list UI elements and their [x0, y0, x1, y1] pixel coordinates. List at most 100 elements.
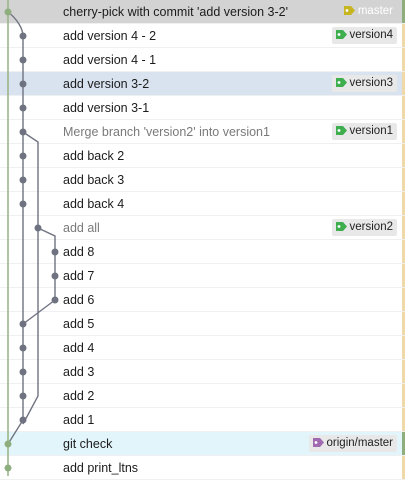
- row-marker: [402, 336, 405, 359]
- side-lane: [22, 228, 39, 425]
- commit-node[interactable]: [19, 176, 27, 184]
- commit-node[interactable]: [19, 320, 27, 328]
- row-marker: [402, 384, 405, 407]
- commit-node[interactable]: [19, 200, 27, 208]
- tag-badge[interactable]: version3: [331, 75, 397, 92]
- ref-label: version3: [349, 77, 393, 89]
- tag-badge[interactable]: version2: [331, 219, 397, 236]
- commit-message: add back 3: [63, 173, 125, 187]
- commit-node[interactable]: [19, 80, 27, 88]
- row-marker: [402, 360, 405, 383]
- ref-label: version2: [349, 221, 393, 233]
- commit-node[interactable]: [4, 440, 12, 448]
- feature-lane: [37, 227, 56, 300]
- commit-node[interactable]: [34, 224, 42, 232]
- commit-row[interactable]: add version 4 - 1: [0, 48, 405, 72]
- tag-icon: [335, 27, 350, 44]
- commit-row[interactable]: add 1: [0, 408, 405, 432]
- commit-message: add 1: [63, 413, 95, 427]
- commit-message: add back 2: [63, 149, 125, 163]
- commit-row[interactable]: add 7: [0, 264, 405, 288]
- commit-row[interactable]: cherry-pick with commit 'add version 3-2…: [0, 0, 405, 24]
- commit-message: add version 3-2: [63, 77, 150, 91]
- row-marker: [402, 264, 405, 287]
- commit-message: add version 4 - 1: [63, 53, 157, 67]
- commit-message: add back 4: [63, 197, 125, 211]
- commit-message: cherry-pick with commit 'add version 3-2…: [63, 5, 288, 19]
- commit-row[interactable]: add all version2: [0, 216, 405, 240]
- commit-node[interactable]: [51, 272, 59, 280]
- ref-label: version4: [349, 29, 393, 41]
- join-master: [7, 419, 24, 445]
- commit-node[interactable]: [19, 368, 27, 376]
- tag-icon: [343, 3, 358, 20]
- row-marker: [402, 168, 405, 191]
- row-marker: [402, 0, 405, 23]
- ref-label: master: [357, 5, 393, 17]
- commit-node[interactable]: [19, 344, 27, 352]
- commit-row[interactable]: add 2: [0, 384, 405, 408]
- commit-row[interactable]: add 8: [0, 240, 405, 264]
- commit-message: add 3: [63, 365, 95, 379]
- commit-row[interactable]: add back 3: [0, 168, 405, 192]
- commit-message: add print_ltns: [63, 461, 139, 475]
- commit-node[interactable]: [19, 128, 27, 136]
- commit-row[interactable]: add 3: [0, 360, 405, 384]
- commit-row[interactable]: git check origin/master: [0, 432, 405, 456]
- commit-message: add 7: [63, 269, 95, 283]
- commit-row[interactable]: add version 3-1: [0, 96, 405, 120]
- commit-message: add version 3-1: [63, 101, 150, 115]
- row-marker: [402, 288, 405, 311]
- commit-node[interactable]: [19, 56, 27, 64]
- commit-message: add 6: [63, 293, 95, 307]
- branch-badge[interactable]: master: [340, 3, 397, 20]
- commit-node[interactable]: [51, 248, 59, 256]
- row-marker: [402, 432, 405, 455]
- commit-message: git check: [63, 437, 113, 451]
- commit-node[interactable]: [19, 392, 27, 400]
- row-marker: [402, 456, 405, 479]
- commit-node[interactable]: [19, 32, 27, 40]
- feature-merge: [22, 299, 56, 325]
- commit-message: add 2: [63, 389, 95, 403]
- row-marker: [402, 24, 405, 47]
- row-marker: [402, 216, 405, 239]
- commit-row[interactable]: add version 3-2 version3: [0, 72, 405, 96]
- tag-icon: [335, 123, 350, 140]
- commit-node[interactable]: [4, 8, 12, 16]
- merge-lane: [22, 131, 39, 228]
- tag-badge[interactable]: version4: [331, 27, 397, 44]
- tag-badge[interactable]: version1: [331, 123, 397, 140]
- row-marker: [402, 72, 405, 95]
- row-marker: [402, 48, 405, 71]
- commit-node[interactable]: [4, 464, 12, 472]
- row-marker: [402, 408, 405, 431]
- commit-message: add 5: [63, 317, 95, 331]
- commit-node[interactable]: [19, 152, 27, 160]
- commit-message: add all: [63, 221, 100, 235]
- row-marker: [402, 96, 405, 119]
- branch-connector: [7, 11, 24, 37]
- row-marker: [402, 120, 405, 143]
- commit-node[interactable]: [19, 104, 27, 112]
- commit-row[interactable]: add 6: [0, 288, 405, 312]
- commit-row[interactable]: add back 4: [0, 192, 405, 216]
- row-marker: [402, 312, 405, 335]
- commit-node[interactable]: [51, 296, 59, 304]
- row-marker: [402, 144, 405, 167]
- row-marker: [402, 192, 405, 215]
- commit-row[interactable]: add 5: [0, 312, 405, 336]
- commit-message: add 4: [63, 341, 95, 355]
- remote-branch-badge[interactable]: origin/master: [308, 435, 397, 452]
- commit-graph: [4, 0, 59, 476]
- commit-row[interactable]: add 4: [0, 336, 405, 360]
- commit-node[interactable]: [19, 416, 27, 424]
- commit-row[interactable]: Merge branch 'version2' into version1 ver…: [0, 120, 405, 144]
- tag-icon: [335, 219, 350, 236]
- row-marker: [402, 240, 405, 263]
- commit-row[interactable]: add back 2: [0, 144, 405, 168]
- tag-icon: [335, 75, 350, 92]
- commit-message: add 8: [63, 245, 95, 259]
- commit-message: Merge branch 'version2' into version1: [63, 125, 270, 139]
